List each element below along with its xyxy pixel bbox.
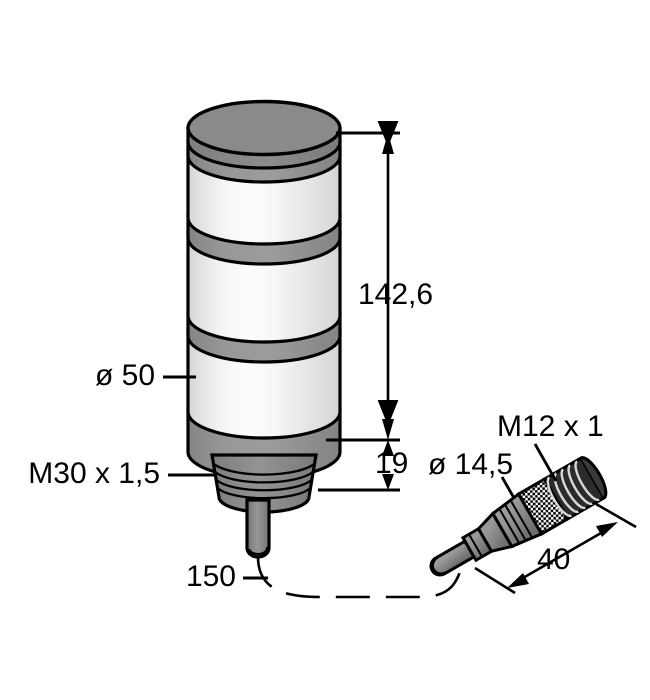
- leader-line-connector-diameter: [500, 476, 516, 499]
- leader-base-thread: M30 x 1,5: [28, 457, 216, 490]
- dim-label-base-thread: M30 x 1,5: [28, 457, 160, 490]
- connector-cable-tail: [429, 539, 476, 577]
- arrow-19-down: [382, 474, 394, 490]
- grip-groove-3: [509, 499, 534, 539]
- connector-end-face: [580, 456, 608, 500]
- cable-tail-end-ellipse: [431, 556, 447, 575]
- thread-line-1: [212, 462, 316, 476]
- m12-connector: [429, 456, 608, 577]
- arrow-40-far: [596, 522, 618, 537]
- cable-stub-body: [245, 498, 271, 559]
- cable-dashed-path: [256, 556, 462, 599]
- dim-label-connector-diameter: ø 14,5: [428, 448, 513, 481]
- thread-line-2: [213, 470, 315, 484]
- collar-1-groove: [468, 534, 483, 557]
- leader-connector-diameter: ø 14,5: [428, 448, 516, 499]
- cable-stub: [245, 498, 271, 559]
- dimension-base-height: 19: [318, 440, 408, 492]
- grip-groove-1: [498, 508, 521, 544]
- dim-label-body-diameter: ø 50: [95, 359, 155, 392]
- ext-line-connector-far: [595, 502, 637, 529]
- thread-line-3: [214, 478, 314, 492]
- dim-label-connector-thread: M12 x 1: [497, 410, 604, 443]
- grip-groove-2: [504, 503, 527, 542]
- top-cap: [186, 99, 342, 170]
- dimension-connector-length: 40: [474, 502, 637, 595]
- dim-label-total-height: 142,6: [358, 278, 433, 311]
- arrow-up-142: [382, 133, 394, 154]
- ext-line-connector-near: [474, 566, 516, 595]
- cable-stub-end: [247, 546, 269, 556]
- leader-connector-thread: M12 x 1: [497, 410, 604, 482]
- cap-top-face: [186, 99, 342, 157]
- dim-label-cable-length: 150: [186, 560, 236, 593]
- arrow-19-up: [382, 440, 394, 456]
- dim-label-base-height: 19: [375, 447, 408, 480]
- tower-light-body: [186, 99, 342, 559]
- arrow-40-near: [507, 573, 529, 588]
- dim-line-40: [515, 527, 609, 584]
- leader-line-connector-thread: [533, 443, 558, 482]
- leader-body-diameter: ø 50: [95, 359, 196, 392]
- cable-run: [256, 556, 462, 599]
- thread-line-4: [216, 486, 312, 500]
- dim-label-connector-length: 40: [537, 543, 570, 576]
- leader-cable-length: 150: [186, 560, 268, 593]
- arrow-down-142: [382, 419, 394, 440]
- dimension-total-height: 142,6: [326, 121, 433, 442]
